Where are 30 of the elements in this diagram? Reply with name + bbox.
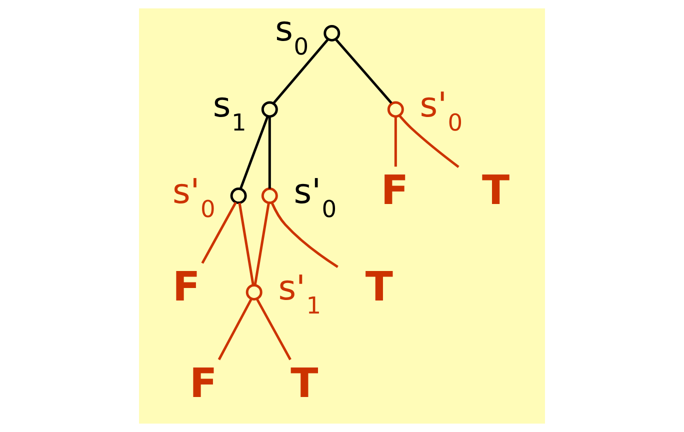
node-circle — [261, 101, 278, 118]
node-label: s'$_{0}$ — [420, 86, 463, 137]
node-text: F — [172, 262, 200, 310]
node-label: s$_{1}$ — [212, 86, 246, 137]
connector — [272, 38, 329, 104]
node-label: s$_{0}$ — [275, 9, 309, 60]
connector — [268, 116, 271, 189]
node-circle — [261, 188, 278, 204]
node-label: s'$_{1}$ — [278, 268, 322, 320]
node-circle — [230, 188, 247, 204]
node-circle — [324, 24, 340, 42]
node-label: s'$_{0}$ — [294, 172, 337, 223]
connector — [270, 202, 338, 268]
node-circle — [387, 101, 404, 118]
node-text: F — [380, 166, 409, 214]
connector — [254, 202, 270, 286]
node-circle — [246, 284, 262, 300]
connector — [201, 202, 237, 264]
connector — [238, 202, 254, 286]
connector — [218, 298, 253, 360]
node-text: T — [365, 262, 393, 310]
node-text: T — [290, 358, 318, 407]
connector — [256, 298, 292, 360]
connector — [398, 114, 460, 168]
node-label: s'$_{0}$ — [172, 172, 216, 223]
node-text: F — [190, 358, 218, 407]
node-text: T — [482, 166, 510, 214]
connector — [239, 116, 269, 190]
connector — [394, 116, 397, 167]
connector — [334, 38, 392, 104]
